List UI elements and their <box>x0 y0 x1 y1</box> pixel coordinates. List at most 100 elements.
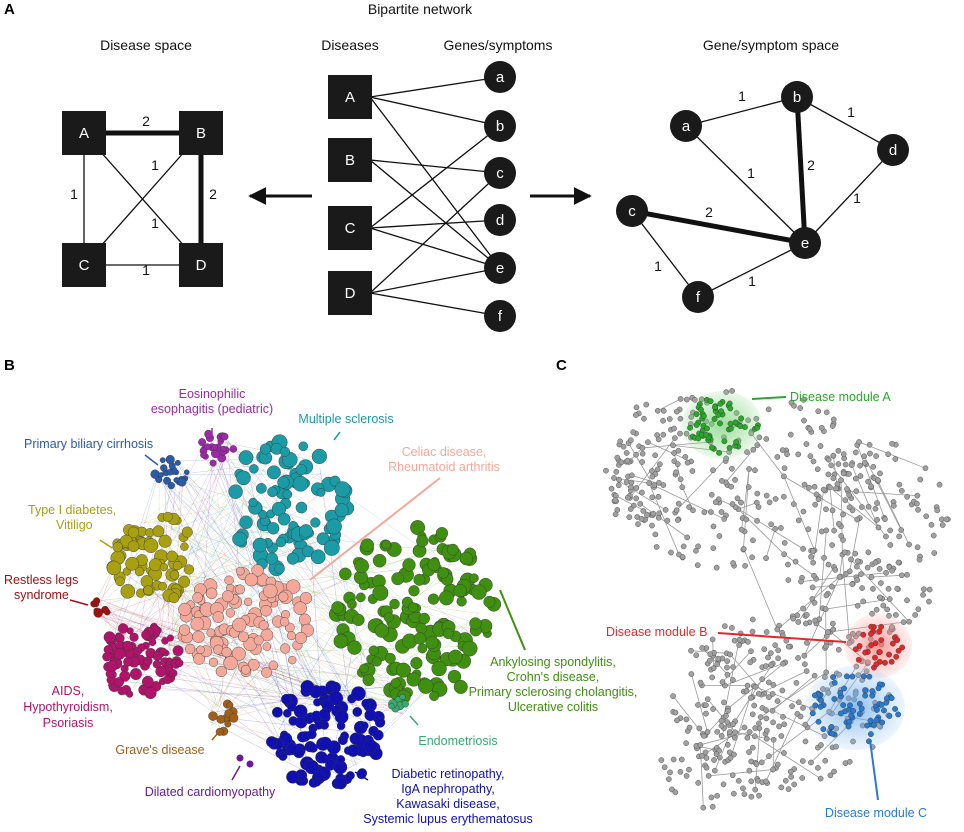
disease-space-label: D <box>196 257 207 274</box>
module-a-node <box>717 400 724 407</box>
restless-legs-cluster <box>90 597 111 618</box>
gene-node <box>117 623 129 634</box>
protein-node <box>843 571 849 577</box>
label-diabetic-retinopathy-4: Systemic lupus erythematosus <box>363 812 533 826</box>
protein-node <box>743 516 750 523</box>
gene-node <box>285 742 299 756</box>
protein-node <box>748 648 754 655</box>
bipartite-gene-label: d <box>496 212 504 229</box>
protein-node <box>701 509 708 516</box>
protein-node <box>830 452 837 459</box>
gene-node <box>410 657 423 670</box>
protein-node <box>825 561 832 568</box>
gene-node <box>244 573 258 587</box>
gene-node <box>235 566 245 576</box>
gene-node <box>427 593 440 605</box>
bipartite-disease-label: C <box>345 220 356 237</box>
protein-node <box>746 729 753 735</box>
gene-node <box>293 601 307 615</box>
gene-node <box>334 481 351 498</box>
protein-node <box>754 490 761 497</box>
gene-node <box>336 755 346 764</box>
gene-node <box>93 607 100 614</box>
gene-node <box>396 662 411 678</box>
gene-edge-c-e <box>631 208 806 246</box>
protein-node <box>750 446 757 453</box>
module-link <box>202 460 213 598</box>
label-ankylosing-4: Ulcerative colitis <box>508 700 598 714</box>
gene-node <box>162 511 173 522</box>
protein-node <box>922 465 929 472</box>
protein-node <box>653 544 660 550</box>
protein-node <box>875 524 882 531</box>
gene-node <box>158 581 167 591</box>
gene-node <box>208 711 218 721</box>
protein-node <box>825 471 832 478</box>
gene-node <box>286 579 301 594</box>
gene-node <box>225 608 236 618</box>
protein-node <box>779 687 786 694</box>
gene-node <box>220 445 227 453</box>
module-a-node <box>717 420 723 427</box>
protein-node <box>765 654 771 661</box>
module-a-node <box>693 422 700 428</box>
protein-node <box>806 426 813 432</box>
protein-node <box>673 469 679 476</box>
gene-node <box>248 497 258 507</box>
label-aids-2: Hypothyroidism, <box>23 700 113 714</box>
protein-node <box>803 612 810 618</box>
gene-node <box>399 693 406 701</box>
gene-node <box>133 647 142 656</box>
gene-edge-a-b <box>685 96 798 127</box>
module-c-node <box>892 706 898 712</box>
gene-space-label: a <box>682 118 691 135</box>
protein-node <box>800 705 806 711</box>
gene-node <box>256 483 267 494</box>
module-link <box>227 625 300 708</box>
protein-node <box>857 473 864 479</box>
protein-node <box>779 447 786 453</box>
protein-node <box>738 499 744 506</box>
protein-node <box>633 404 640 411</box>
module-link <box>92 607 332 693</box>
protein-node <box>729 772 736 779</box>
protein-node <box>677 476 684 483</box>
interaction-edge <box>803 576 840 656</box>
disease-edge-weight: 1 <box>151 157 159 173</box>
protein-node <box>800 546 807 552</box>
module-link <box>120 440 228 638</box>
protein-node <box>730 790 737 797</box>
protein-node <box>766 694 772 700</box>
gene-node <box>295 464 307 476</box>
gene-node <box>267 486 278 498</box>
celiac-cluster <box>177 564 314 678</box>
protein-node <box>756 720 762 727</box>
protein-node <box>714 728 721 735</box>
panel-b: B Eosinophilic esophagitis (pediatric) M… <box>4 357 637 826</box>
gene-node <box>288 655 297 665</box>
protein-node <box>752 684 759 690</box>
protein-node <box>799 775 806 781</box>
protein-node <box>853 488 860 494</box>
protein-node <box>833 485 839 492</box>
protein-node <box>835 646 842 653</box>
gene-node <box>160 464 168 472</box>
dcm-node <box>236 754 244 762</box>
module-nodes <box>687 396 906 745</box>
protein-node <box>633 451 639 458</box>
protein-node <box>778 784 785 791</box>
gene-node <box>427 558 441 572</box>
protein-node <box>656 479 662 486</box>
gene-node <box>101 605 109 614</box>
gene-node <box>262 642 272 651</box>
protein-node <box>730 664 736 670</box>
protein-node <box>702 702 709 709</box>
protein-node <box>651 482 658 489</box>
gene-space-node <box>877 134 909 166</box>
module-link <box>176 585 297 702</box>
label-restless-legs-2: syndrome <box>14 588 69 602</box>
gene-node <box>347 640 362 655</box>
protein-node <box>824 629 831 636</box>
gene-node <box>401 700 409 708</box>
gene-node <box>316 532 330 546</box>
